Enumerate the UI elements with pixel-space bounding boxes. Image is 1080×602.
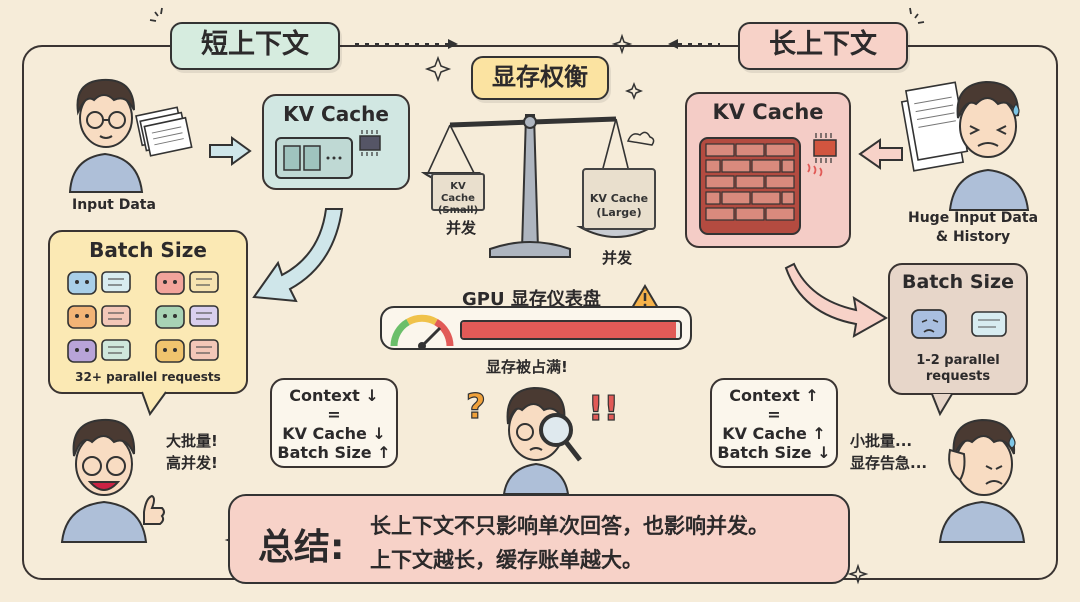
long-context-tag: 长上下文 [738, 22, 908, 70]
overloaded-memory-icon [699, 133, 837, 235]
weight-large-line-2: (Large) [596, 206, 642, 219]
ctx-long-line-1: Context ↑ [729, 386, 819, 405]
summary-box: 总结: 长上下文不只影响单次回答，也影响并发。 上下文越长，缓存账单越大。 [228, 494, 850, 584]
summary-line-2: 上下文越长，缓存账单越大。 [370, 548, 643, 572]
memory-usage-bar [460, 320, 682, 340]
scale-left-label: 并发 [446, 219, 477, 237]
speech-tail-right [931, 393, 953, 417]
batch-size-short-box: Batch Size 32+ parallel requests [48, 230, 248, 394]
kv-cache-long-label: KV Cache [712, 100, 824, 124]
batch-long-caption: 1-2 parallel requests [890, 353, 1026, 385]
kv-cache-short-label: KV Cache [283, 102, 389, 126]
ctx-long-line-2: = [767, 405, 781, 424]
batch-size-short-label: Batch Size [89, 238, 207, 262]
weight-large-line-1: KV Cache [589, 192, 649, 205]
ctx-line-4: Batch Size ↑ [277, 443, 391, 462]
memory-tradeoff-tag: 显存权衡 [471, 56, 609, 100]
batch-long-line-2: requests [925, 369, 991, 384]
weight-small-line-2: (Small) [437, 205, 479, 216]
kv-cache-large-weight: KV Cache (Large) [582, 168, 656, 230]
summary-head: 总结: [258, 527, 345, 568]
thinking-person-icon: ? !! [465, 386, 620, 495]
memory-chip-small-icon [275, 130, 381, 179]
ctx-long-line-3: KV Cache ↑ [722, 424, 826, 443]
arrow-left-icon [858, 138, 903, 170]
ctx-line-2: = [327, 405, 341, 424]
input-data-caption: Input Data [72, 197, 156, 213]
gauge-title: GPU 显存仪表盘 [462, 289, 601, 310]
huge-input-line-2: & History [935, 229, 1011, 245]
svg-text:!!: !! [588, 389, 619, 429]
arrow-right-icon [209, 136, 252, 166]
happy-person-speech: 大批量! 高并发! [166, 430, 218, 474]
ctx-line-3: KV Cache ↓ [282, 424, 386, 443]
speech-tail [141, 391, 167, 417]
weight-small-line-1: KV Cache [441, 181, 475, 204]
huge-input-caption: Huge Input Data & History [908, 209, 1038, 247]
speech-line-1: 大批量! [166, 432, 218, 450]
worried-speech-line-1: 小批量... [850, 432, 913, 450]
speedometer-icon [390, 314, 454, 350]
person-input-icon [68, 78, 193, 193]
robot-single-icon [911, 309, 1007, 339]
huge-input-line-1: Huge Input Data [908, 210, 1039, 226]
worried-speech-line-2: 显存告急... [850, 454, 928, 472]
curved-arrow-down-left-icon [252, 208, 344, 303]
context-short-box: Context ↓ = KV Cache ↓ Batch Size ↑ [270, 378, 398, 468]
robots-many-icon [67, 271, 219, 363]
speech-line-2: 高并发! [166, 454, 218, 472]
happy-person-icon [60, 418, 165, 543]
gauge-caption: 显存被占满! [486, 358, 568, 376]
batch-size-long-label: Batch Size [902, 271, 1014, 293]
memory-usage-fill [462, 322, 676, 338]
batch-short-caption: 32+ parallel requests [75, 370, 221, 384]
svg-text:?: ? [466, 387, 486, 427]
batch-long-line-1: 1-2 parallel [916, 353, 1000, 368]
ctx-line-1: Context ↓ [289, 386, 379, 405]
worried-person-speech: 小批量... 显存告急... [850, 430, 927, 474]
summary-line-1: 长上下文不只影响单次回答，也影响并发。 [370, 514, 769, 538]
short-context-tag: 短上下文 [170, 22, 340, 70]
kv-cache-small-weight: KV Cache (Small) [431, 173, 485, 216]
context-long-box: Context ↑ = KV Cache ↑ Batch Size ↓ [710, 378, 838, 468]
ctx-long-line-4: Batch Size ↓ [717, 443, 831, 462]
curved-arrow-down-right-icon [784, 262, 888, 338]
stressed-person-icon [900, 80, 1030, 211]
worried-person-icon [938, 418, 1026, 543]
scale-right-label: 并发 [602, 249, 633, 267]
